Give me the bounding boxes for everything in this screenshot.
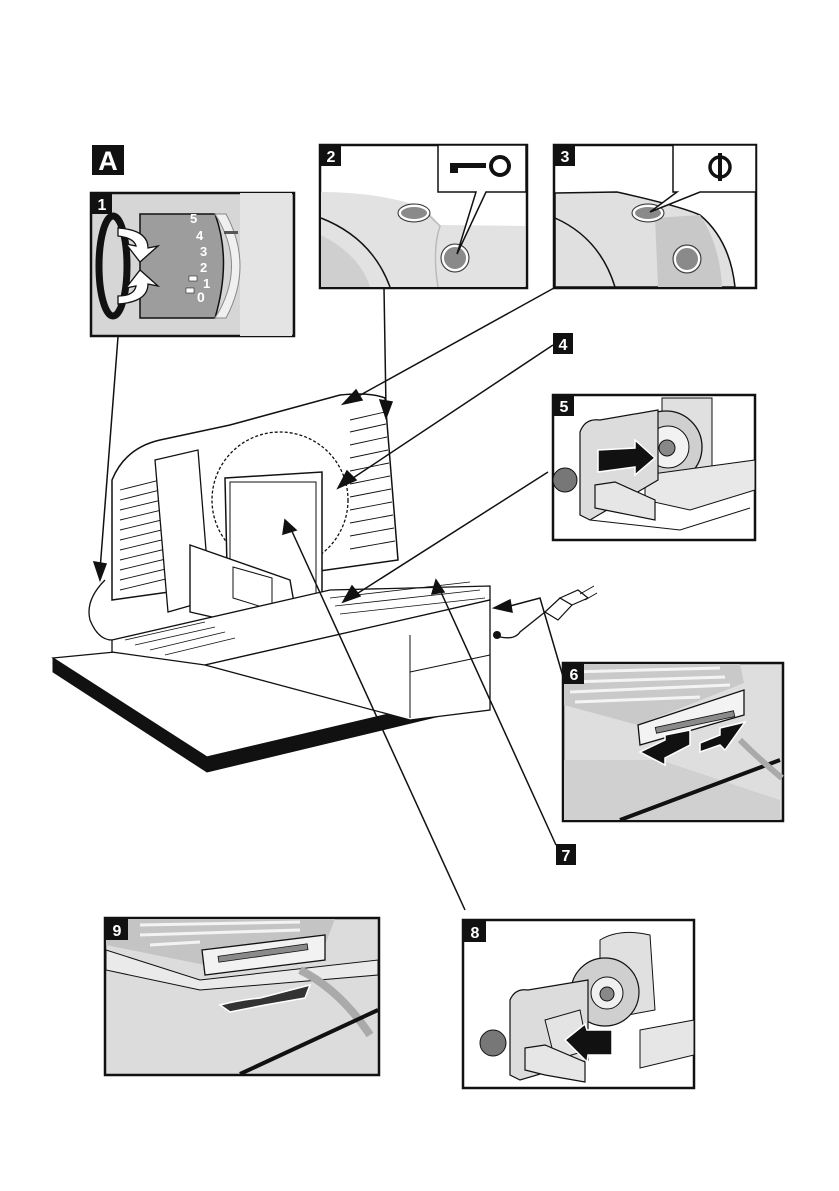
label-4: 4: [553, 333, 573, 354]
bread-icon: [188, 275, 198, 282]
rotate-arrow-icon: [117, 269, 161, 305]
figure-label: A: [92, 145, 124, 176]
dial-mark: 1: [203, 276, 210, 291]
callout-leaders: [92, 287, 565, 911]
panel-badge: 9: [113, 923, 122, 940]
panel-5-carriage: 5: [551, 393, 757, 542]
panel-6-cable-storage: 6: [561, 661, 785, 823]
label-7-text: 7: [562, 848, 571, 865]
dial-mark: 0: [197, 289, 205, 305]
panel-badge: 6: [570, 667, 579, 684]
figure-label-text: A: [98, 146, 118, 176]
panel-badge: 5: [560, 399, 569, 416]
meat-icon: [185, 287, 195, 294]
rotate-arrow-icon: [117, 227, 161, 263]
push-arrow-icon: [563, 1022, 613, 1064]
panel-9-cable-holder: 9: [103, 916, 381, 1077]
panel-badge: 8: [471, 925, 480, 942]
label-7: 7: [556, 844, 576, 865]
tray-hatching: [124, 581, 486, 656]
slide-left-arrow-icon: [638, 729, 691, 767]
panel-badge: 3: [561, 149, 570, 166]
panel-badge: 1: [98, 197, 107, 214]
panel-2-continuous-switch: 2: [318, 143, 529, 290]
label-4-text: 4: [559, 337, 568, 354]
dial-mark: 4: [196, 228, 204, 243]
dial-mark: 2: [200, 260, 207, 275]
housing-hatching: [119, 411, 396, 591]
push-arrow-icon: [597, 438, 657, 477]
dial-mark: 5: [190, 211, 197, 226]
slicer-main-illustration: [51, 393, 598, 773]
key-icon: [450, 155, 511, 177]
panel-1-thickness-dial: 5 4 3 2 1 0 1: [89, 191, 296, 338]
slide-right-arrow-icon: [699, 720, 747, 754]
panel-badge: 2: [327, 149, 336, 166]
panel-3-on-off-switch: 3: [552, 143, 758, 290]
panel-8-food-pusher: 8: [461, 918, 696, 1090]
power-icon: [708, 153, 732, 181]
dial-mark: 3: [200, 244, 207, 259]
